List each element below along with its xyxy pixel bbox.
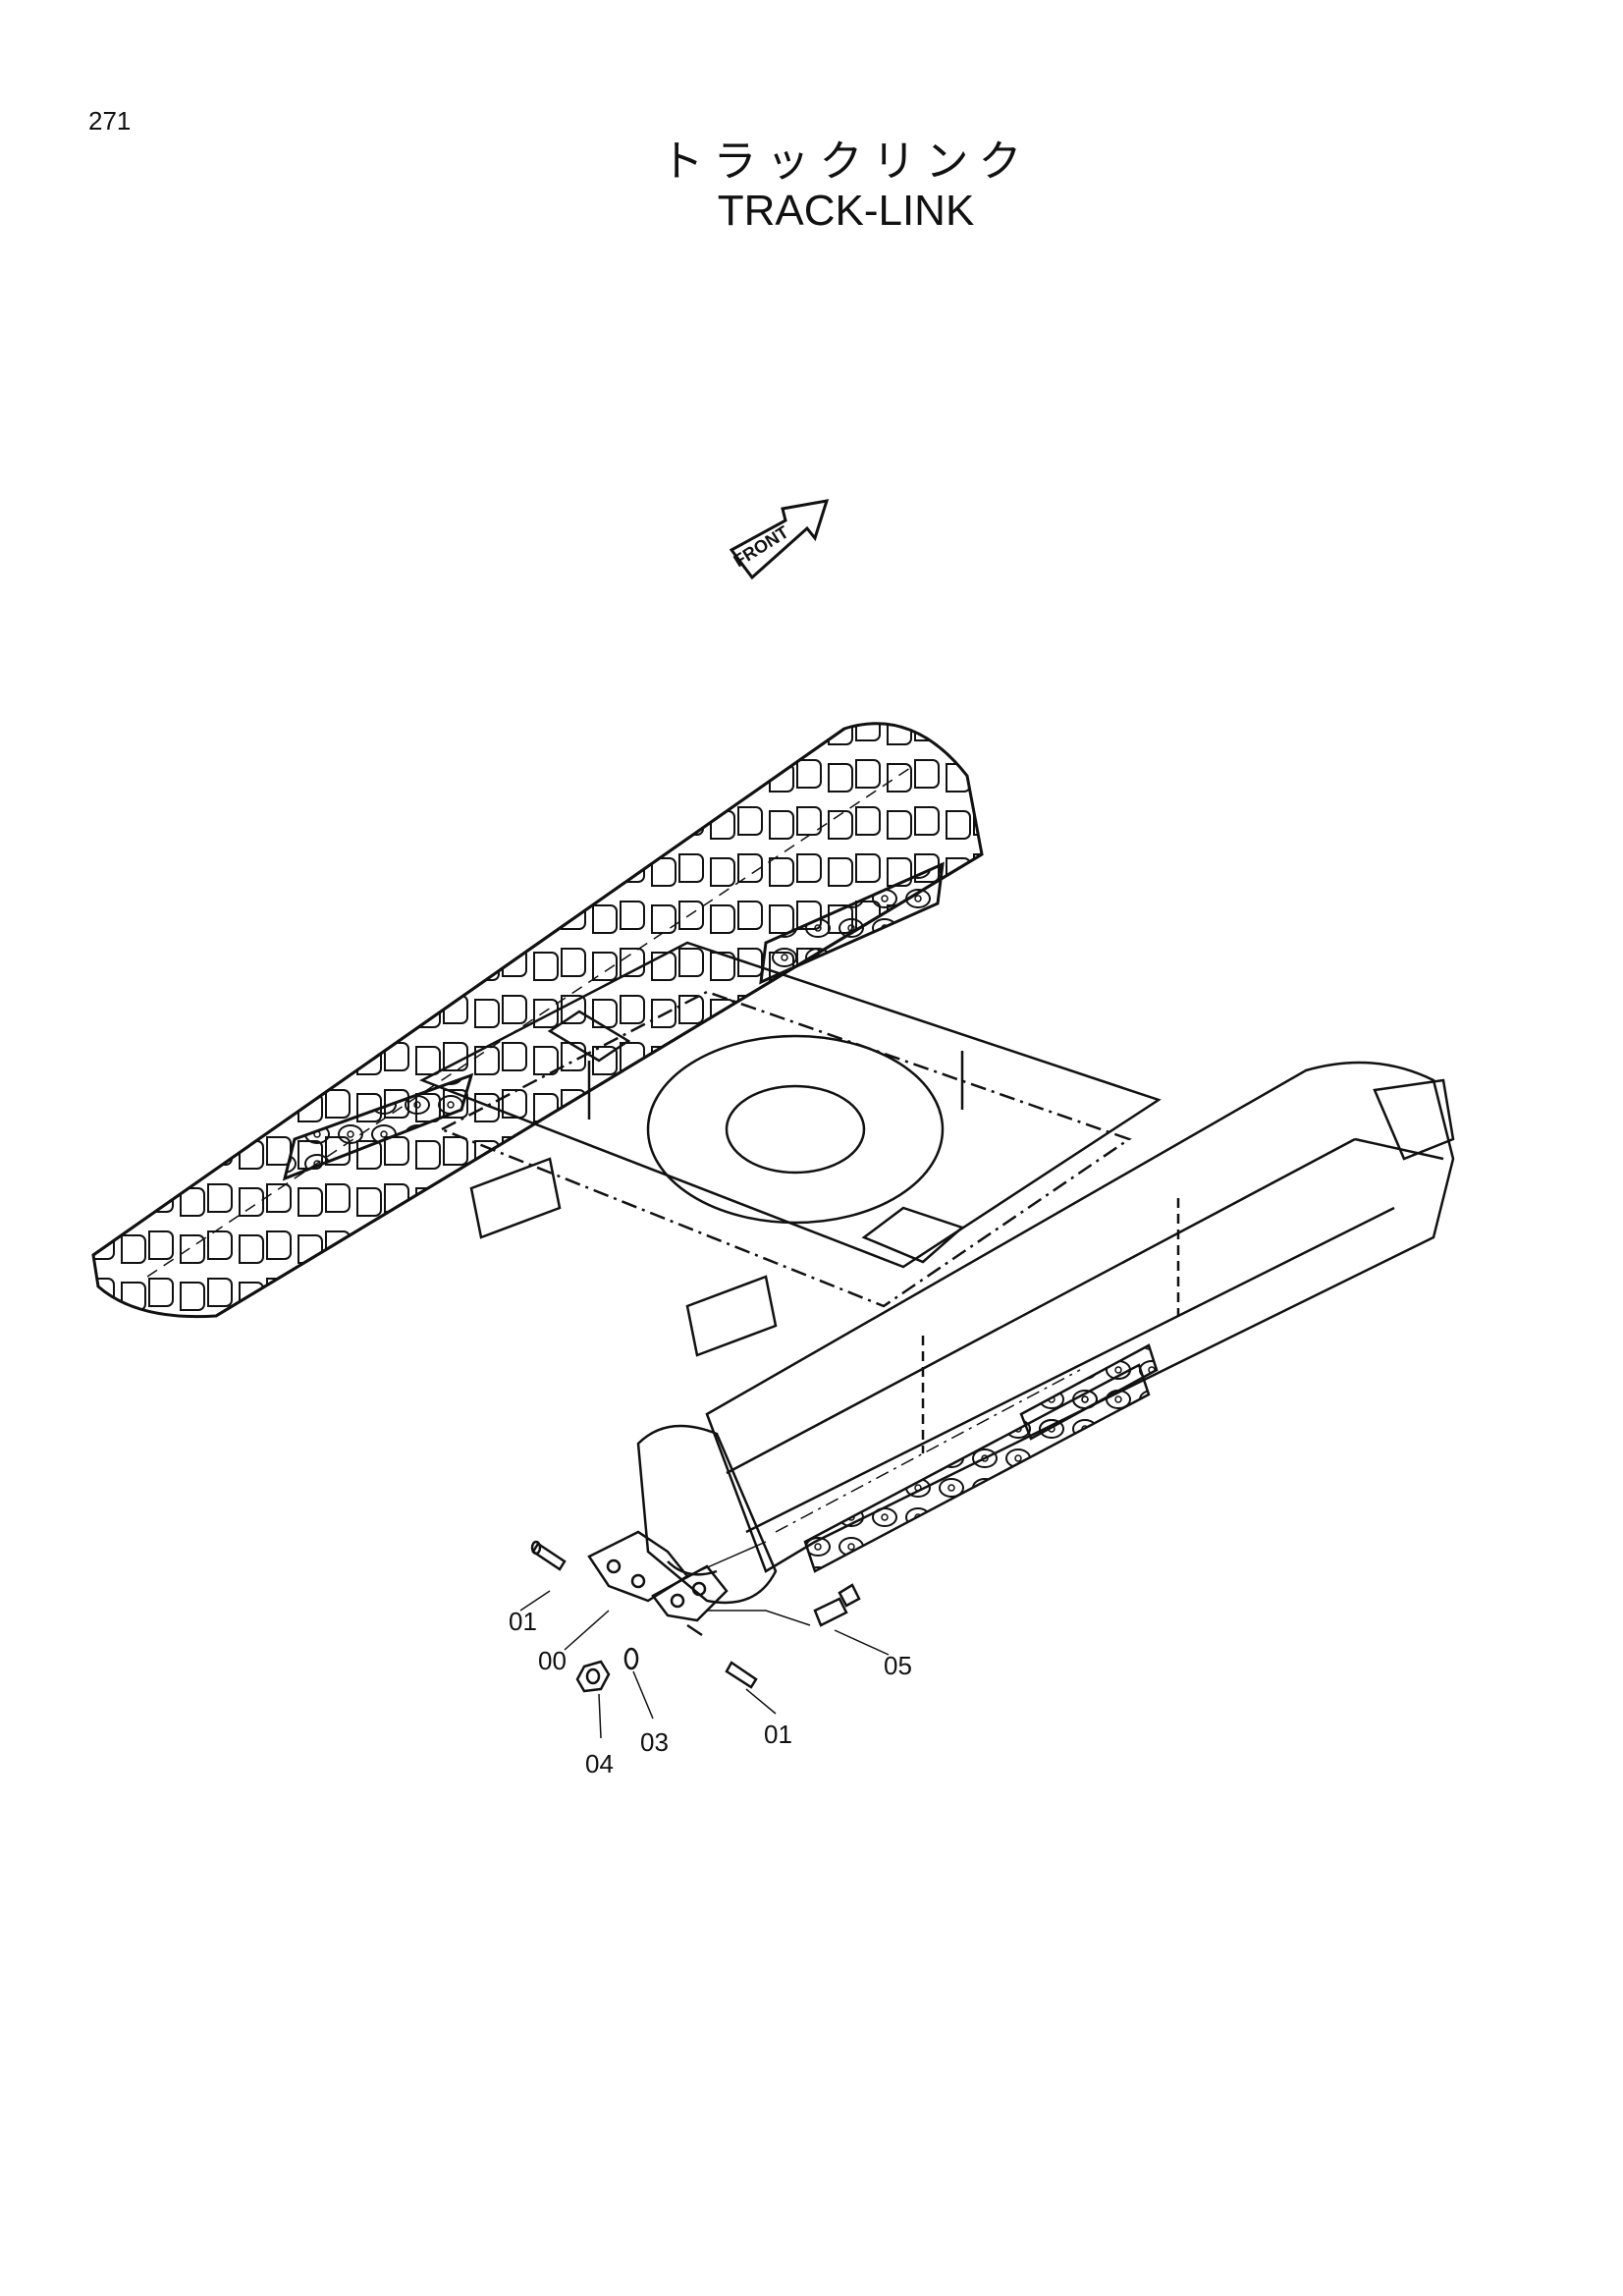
title-english: TRACK-LINK — [717, 187, 975, 235]
front-arrow-marker: FRONT — [729, 499, 830, 580]
washer-part — [623, 1647, 639, 1670]
callout-01-top: 01 — [509, 1607, 537, 1636]
callout-03: 03 — [640, 1727, 669, 1757]
near-track-chain — [775, 1343, 1159, 1573]
page-number: 271 — [88, 106, 132, 136]
callout-00: 00 — [538, 1646, 567, 1675]
pin-top-part — [530, 1540, 567, 1571]
pin-bottom-part — [725, 1661, 758, 1689]
callout-05: 05 — [884, 1651, 912, 1680]
callout-01-bottom: 01 — [764, 1720, 792, 1749]
nut-part — [575, 1660, 611, 1693]
lower-side-frame — [636, 1061, 1455, 1605]
undercarriage-frame — [418, 941, 1162, 1357]
link-assembly-part — [587, 1530, 729, 1637]
title-japanese: トラックリンク — [660, 137, 1032, 187]
leader-lines — [519, 1541, 890, 1739]
bolt-part — [813, 1583, 861, 1627]
callout-04: 04 — [585, 1749, 614, 1778]
